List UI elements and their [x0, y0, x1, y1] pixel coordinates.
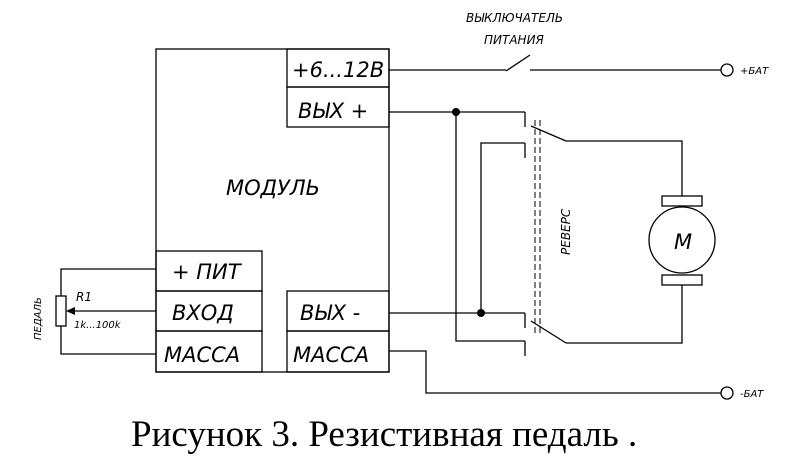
reverse-blade-top [530, 125, 567, 142]
port-supply-label: +6...12В [292, 58, 384, 82]
port-plus-pit-label: + ПИТ [172, 260, 243, 284]
switch-blade [505, 54, 531, 72]
wire-pedal-top [60, 268, 156, 296]
wire-motor-top [566, 140, 683, 196]
port-ground-left-box [155, 330, 263, 373]
motor-brush-bottom [661, 274, 703, 286]
minus-bat-label: -БАТ [740, 389, 764, 400]
motor-icon [648, 206, 716, 274]
reverse-blade-bottom [530, 320, 567, 344]
reverse-label: РЕВЕРС [559, 208, 573, 255]
wire-to-minus-bat [389, 350, 721, 394]
wire-motor-bottom [566, 285, 683, 344]
module-title: МОДУЛЬ [226, 176, 320, 200]
port-input-label: ВХОД [172, 301, 234, 325]
port-out-plus-box [286, 86, 390, 128]
motor-label: M [674, 230, 692, 254]
port-ground-left-label: МАССА [164, 343, 240, 367]
switch-label-line1: ВЫКЛЮЧАТЕЛЬ [466, 11, 563, 25]
resistor-value: 1k...100k [74, 320, 122, 331]
resistor-r1 [55, 295, 67, 327]
motor-brush-top [661, 195, 703, 207]
port-ground-right-label: МАССА [293, 343, 369, 367]
switch-label-line2: ПИТАНИЯ [484, 33, 545, 47]
plus-bat-label: +БАТ [740, 66, 769, 77]
port-out-plus-label: ВЫХ + [298, 99, 368, 123]
resistor-name: R1 [76, 290, 92, 304]
wire-cross-b [480, 142, 525, 313]
plus-bat-terminal [720, 63, 734, 77]
wire-pedal-bottom [60, 326, 156, 355]
pedal-label: ПЕДАЛЬ [33, 297, 44, 340]
module-box [155, 48, 390, 373]
figure-caption: Рисунок 3. Резистивная педаль . [131, 414, 637, 455]
port-out-minus-label: ВЫХ - [300, 301, 360, 325]
wiper-arrow-icon [66, 307, 75, 315]
wire-cross-a [455, 112, 525, 342]
minus-bat-terminal [720, 386, 734, 400]
